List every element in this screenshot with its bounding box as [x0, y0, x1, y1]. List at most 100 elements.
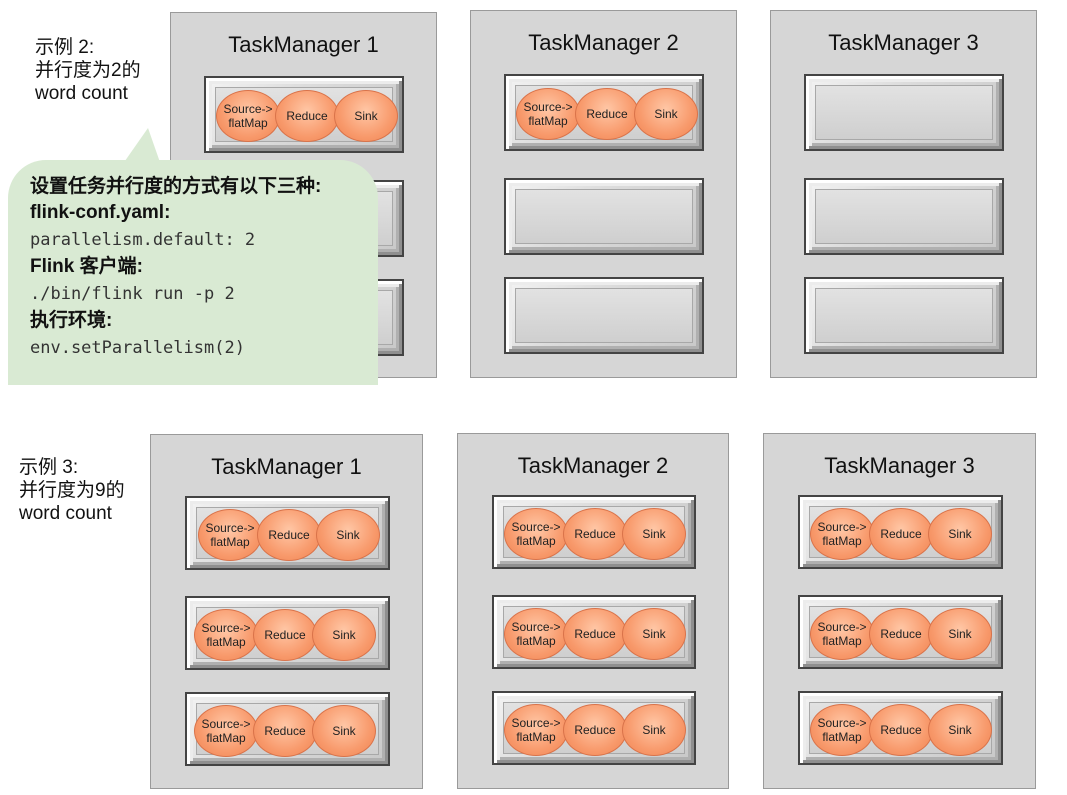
reduce-operator: Reduce	[563, 508, 627, 560]
operator-label: Sink	[948, 723, 972, 737]
reduce-operator: Reduce	[563, 704, 627, 756]
reduce-operator: Reduce	[563, 608, 627, 660]
task-slot: Source->flatMap Reduce Sink	[185, 496, 390, 570]
sink-operator: Sink	[622, 704, 686, 756]
sink-operator: Sink	[928, 608, 992, 660]
sink-operator: Sink	[622, 608, 686, 660]
operator-label: flatMap	[822, 634, 862, 648]
example3-taskmanager-2: TaskManager 2 Source->flatMap Reduce Sin…	[457, 433, 729, 789]
callout-item-label: 执行环境:	[30, 310, 113, 331]
task-slot: Source->flatMap Reduce Sink	[185, 596, 390, 670]
source-flatmap-operator: Source->flatMap	[810, 608, 874, 660]
task-slot-inner	[515, 189, 693, 244]
task-slot-inner	[515, 288, 693, 343]
operator-label: flatMap	[528, 114, 568, 128]
operator-chain: Source->flatMap Reduce Sink	[494, 497, 694, 567]
operator-label: Sink	[642, 527, 666, 541]
source-flatmap-operator: Source->flatMap	[504, 508, 568, 560]
source-flatmap-operator: Source->flatMap	[810, 508, 874, 560]
task-slot	[804, 178, 1004, 255]
operator-label: Sink	[642, 627, 666, 641]
sink-operator: Sink	[312, 705, 376, 757]
source-flatmap-operator: Source->flatMap	[504, 608, 568, 660]
operator-label: Reduce	[574, 527, 616, 541]
operator-label: flatMap	[228, 116, 268, 130]
callout-item-code: ./bin/flink run -p 2	[30, 284, 235, 304]
operator-chain: Source->flatMap Reduce Sink	[187, 598, 388, 668]
taskmanager-title: TaskManager 3	[828, 30, 979, 55]
example2-taskmanager-2: TaskManager 2 Source->flatMap Reduce Sin…	[470, 10, 737, 378]
operator-label: Source->	[817, 520, 867, 534]
reduce-operator: Reduce	[869, 608, 933, 660]
reduce-operator: Reduce	[275, 90, 339, 142]
operator-label: Source->	[817, 620, 867, 634]
operator-label: Source->	[511, 520, 561, 534]
operator-label: flatMap	[516, 634, 556, 648]
operator-label: Sink	[332, 628, 356, 642]
example3-taskmanager-1: TaskManager 1 Source->flatMap Reduce Sin…	[150, 434, 423, 789]
task-slot-inner	[815, 85, 993, 140]
task-slot-inner	[815, 189, 993, 244]
task-slot: Source->flatMap Reduce Sink	[492, 595, 696, 669]
callout-item-code: parallelism.default: 2	[30, 230, 256, 250]
operator-label: Reduce	[880, 723, 922, 737]
operator-label: flatMap	[206, 635, 246, 649]
task-slot: Source->flatMap Reduce Sink	[492, 495, 696, 569]
source-flatmap-operator: Source->flatMap	[194, 609, 258, 661]
task-slot	[804, 74, 1004, 151]
source-flatmap-operator: Source->flatMap	[216, 90, 280, 142]
operator-label: Reduce	[574, 627, 616, 641]
operator-label: Source->	[201, 717, 251, 731]
reduce-operator: Reduce	[575, 88, 639, 140]
operator-label: flatMap	[822, 534, 862, 548]
sink-operator: Sink	[928, 508, 992, 560]
operator-label: Sink	[354, 109, 378, 123]
operator-label: flatMap	[516, 730, 556, 744]
source-flatmap-operator: Source->flatMap	[194, 705, 258, 757]
operator-chain: Source->flatMap Reduce Sink	[494, 597, 694, 667]
operator-label: Sink	[332, 724, 356, 738]
example3-taskmanager-3: TaskManager 3 Source->flatMap Reduce Sin…	[763, 433, 1036, 789]
operator-label: Source->	[201, 621, 251, 635]
callout-item-code: env.setParallelism(2)	[30, 338, 245, 358]
operator-label: Reduce	[264, 724, 306, 738]
reduce-operator: Reduce	[253, 705, 317, 757]
operator-label: Sink	[948, 527, 972, 541]
operator-chain: Source->flatMap Reduce Sink	[506, 76, 702, 149]
operator-chain: Source->flatMap Reduce Sink	[800, 497, 1001, 567]
operator-label: Reduce	[286, 109, 328, 123]
example2-caption-line: 并行度为2的	[35, 60, 141, 81]
reduce-operator: Reduce	[257, 509, 321, 561]
task-slot: Source->flatMap Reduce Sink	[204, 76, 404, 153]
operator-label: Reduce	[264, 628, 306, 642]
operator-label: Sink	[948, 627, 972, 641]
example3-caption: 示例 3: 并行度为9的 word count	[19, 456, 125, 525]
source-flatmap-operator: Source->flatMap	[198, 509, 262, 561]
example3-caption-line: 示例 3:	[19, 457, 79, 478]
example2-caption-line: 示例 2:	[35, 37, 95, 58]
source-flatmap-operator: Source->flatMap	[810, 704, 874, 756]
example2-taskmanager-3: TaskManager 3	[770, 10, 1037, 378]
parallelism-callout: 设置任务并行度的方式有以下三种: flink-conf.yaml: parall…	[8, 160, 378, 385]
example3-caption-line: word count	[19, 503, 112, 524]
task-slot	[504, 277, 704, 354]
taskmanager-title: TaskManager 2	[517, 453, 669, 478]
operator-label: flatMap	[516, 534, 556, 548]
operator-label: Reduce	[880, 527, 922, 541]
operator-label: flatMap	[210, 535, 250, 549]
sink-operator: Sink	[622, 508, 686, 560]
example3-caption-line: 并行度为9的	[19, 480, 125, 501]
operator-label: Reduce	[574, 723, 616, 737]
task-slot: Source->flatMap Reduce Sink	[798, 595, 1003, 669]
reduce-operator: Reduce	[253, 609, 317, 661]
task-slot: Source->flatMap Reduce Sink	[504, 74, 704, 151]
operator-label: Source->	[817, 716, 867, 730]
operator-label: Source->	[205, 521, 255, 535]
sink-operator: Sink	[928, 704, 992, 756]
reduce-operator: Reduce	[869, 508, 933, 560]
operator-label: Reduce	[880, 627, 922, 641]
callout-tail	[120, 128, 162, 168]
task-slot: Source->flatMap Reduce Sink	[798, 495, 1003, 569]
operator-label: Source->	[511, 716, 561, 730]
callout-item-label: flink-conf.yaml:	[30, 202, 171, 223]
